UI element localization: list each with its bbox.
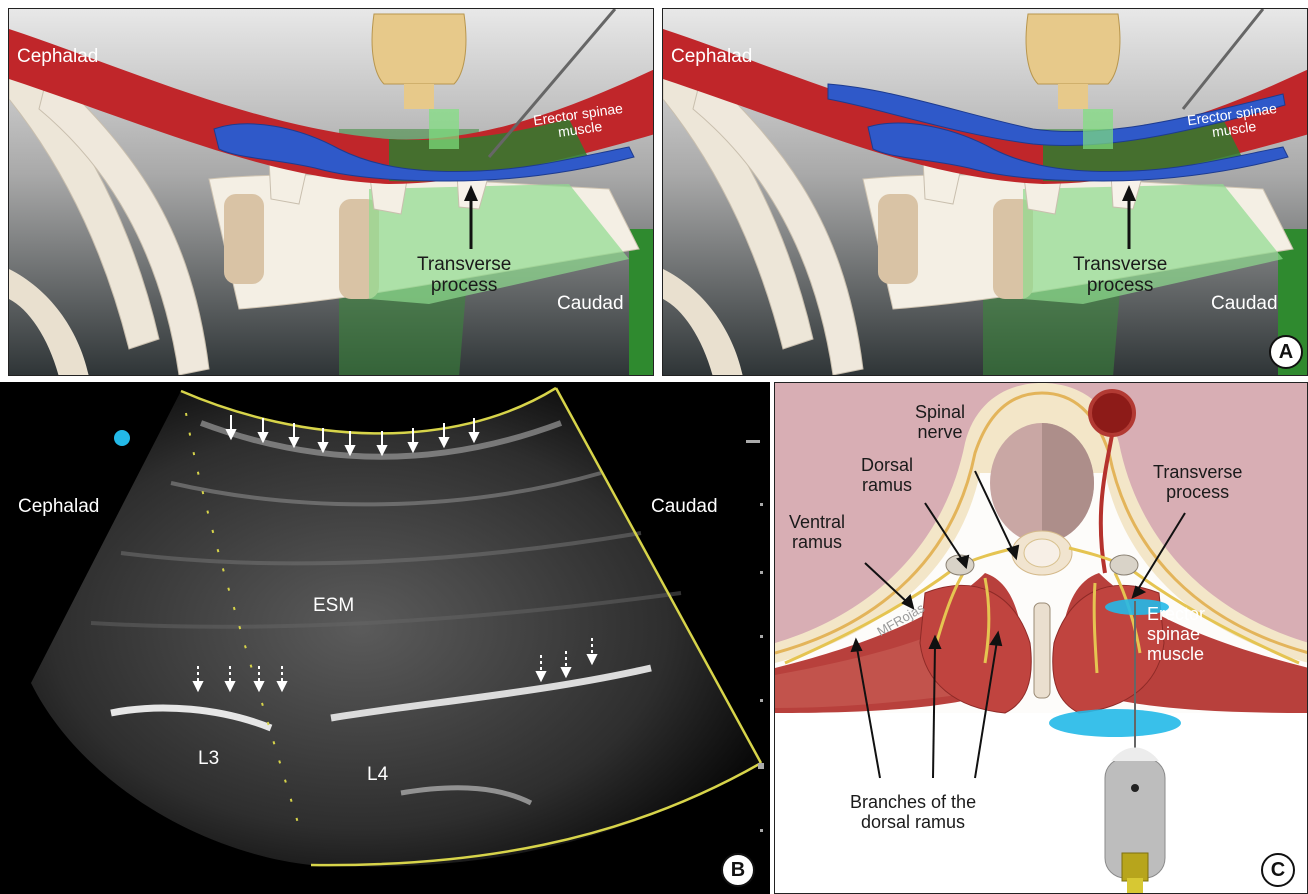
panel-a-right-illustration — [663, 9, 1308, 376]
label-spinal-nerve: Spinal nerve — [915, 403, 965, 443]
panel-a-right: Cephalad Erector spinae muscle Transvers… — [662, 8, 1308, 376]
panel-a-left: Cephalad Erector spinae muscle Transvers… — [8, 8, 654, 376]
panel-a-badge: A — [1269, 335, 1303, 369]
label-cephalad: Cephalad — [671, 47, 752, 68]
ultrasound-image — [1, 383, 770, 894]
label-caudad: Caudad — [557, 294, 624, 315]
panel-c-cross-section: Spinal nerve Dorsal ramus Ventral ramus … — [774, 382, 1308, 894]
label-l4: L4 — [367, 765, 388, 786]
panel-c-badge: C — [1261, 853, 1295, 887]
label-cephalad: Cephalad — [18, 497, 99, 518]
label-erector-spinae-muscle: Erector spinae muscle — [1147, 605, 1205, 664]
label-esm: ESM — [313, 596, 354, 617]
label-transverse-process: Transverse process — [1073, 255, 1167, 297]
panel-b-badge: B — [721, 853, 755, 887]
label-transverse-process: Transverse process — [1153, 463, 1242, 503]
label-ventral-ramus: Ventral ramus — [789, 513, 845, 553]
label-caudad: Caudad — [651, 497, 718, 518]
label-l3: L3 — [198, 749, 219, 770]
panel-a-left-illustration — [9, 9, 654, 376]
label-branches-dorsal-ramus: Branches of the dorsal ramus — [850, 793, 976, 833]
label-cephalad: Cephalad — [17, 47, 98, 68]
panel-b-ultrasound: Cephalad Caudad ESM L3 L4 B — [0, 382, 770, 894]
label-dorsal-ramus: Dorsal ramus — [861, 456, 913, 496]
label-transverse-process: Transverse process — [417, 255, 511, 297]
label-caudad: Caudad — [1211, 294, 1278, 315]
